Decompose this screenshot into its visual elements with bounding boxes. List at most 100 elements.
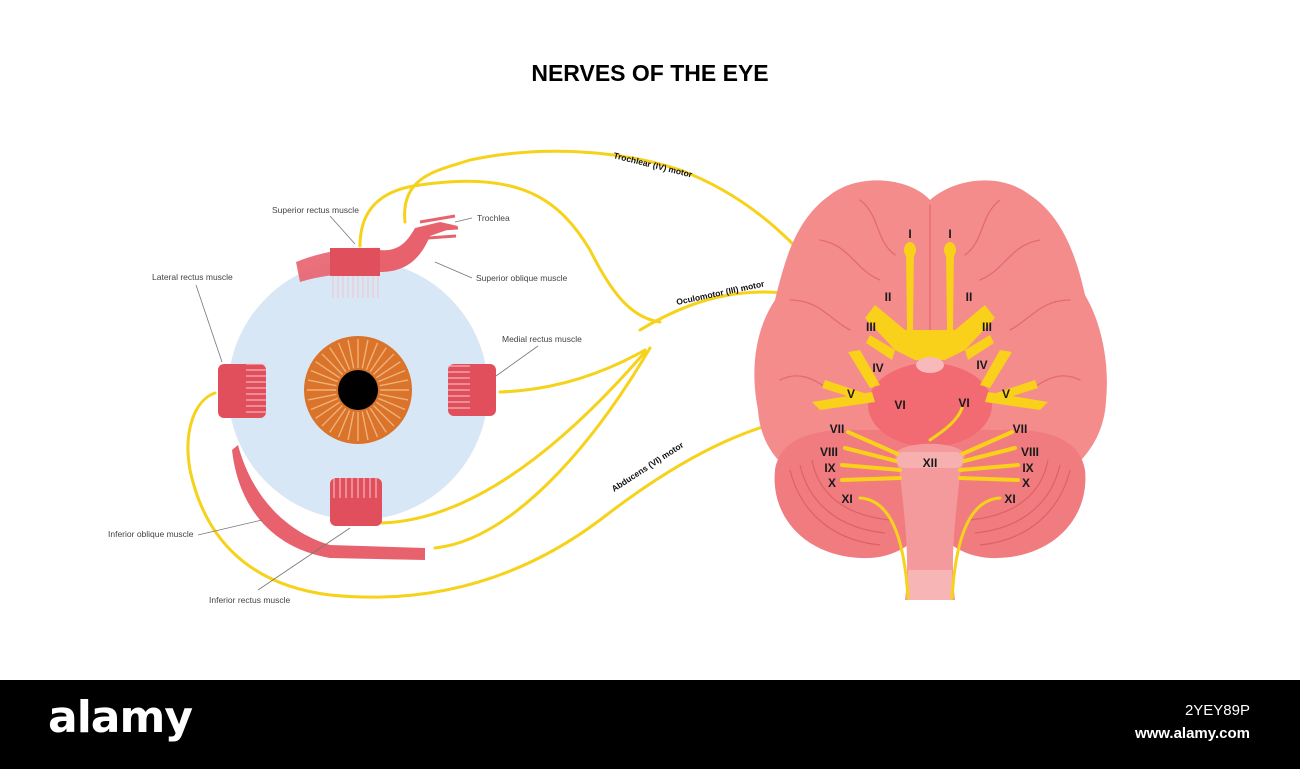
medial-rectus-leader [495, 345, 539, 377]
cn-label-iii-left: III [866, 320, 876, 334]
trochlea-tendon [419, 214, 459, 240]
cn-label-ii-right: II [966, 290, 973, 304]
iris-fiber [373, 405, 395, 427]
iris-fiber [369, 347, 387, 373]
optic-chiasm [865, 305, 995, 360]
accessory-right [950, 496, 1002, 600]
cn-label-xi-right: XI [1004, 492, 1015, 506]
cn-label-v-left: V [847, 387, 855, 401]
brain-diagram: I I II II III III IV IV V V VI VI VII VI… [754, 180, 1107, 600]
superior-oblique-muscle [380, 222, 458, 272]
eye-labels: Superior rectus muscle Trochlea Superior… [108, 205, 582, 605]
superior-rectus-tendon [332, 276, 379, 298]
lateral-rectus-tendon [246, 363, 266, 413]
iris-fiber [315, 401, 341, 419]
iris-fiber [365, 410, 379, 438]
hypoglossal-region [897, 452, 963, 468]
label-trochlea: Trochlea [477, 213, 510, 223]
iris-fiber [347, 339, 355, 369]
cerebellum-folia [789, 459, 1071, 546]
medial-rectus-tendon [448, 365, 470, 409]
label-trochlear-nerve: Trochlear (IV) motor [613, 150, 694, 179]
cn-label-iv-right: IV [976, 358, 987, 372]
iris-fiber [329, 407, 347, 433]
diagram-title: NERVES OF THE EYE [531, 60, 768, 86]
lateral-rectus-muscle [218, 364, 266, 418]
olfactory-tract-right [946, 245, 954, 330]
pupil [338, 370, 378, 410]
iris-fiber [337, 410, 351, 438]
cn-label-viii-left: VIII [820, 445, 838, 459]
cn-label-iii-right: III [982, 320, 992, 334]
cn-label-i-left: I [908, 227, 911, 241]
inferior-oblique-muscle [232, 445, 425, 560]
iris-fiber [307, 393, 337, 401]
iris-fiber [375, 401, 401, 419]
eye-diagram [218, 214, 496, 560]
iris-fiber [321, 353, 343, 375]
pons [868, 363, 992, 447]
footer-bar: alamy 2YEY89P www.alamy.com [0, 680, 1300, 769]
iris-fiber [365, 342, 379, 370]
iris-fiber [329, 347, 347, 373]
cranial-nerve-shapes [812, 242, 1048, 600]
oculomotor-inferior-oblique-branch [433, 346, 652, 550]
image-code: 2YEY89P [1184, 702, 1250, 719]
olfactory-bulb-left [904, 242, 916, 258]
oculomotor-medial-branch [498, 348, 647, 394]
inferior-rectus-tendon [333, 478, 377, 498]
cn-label-ix-right: IX [1022, 461, 1033, 475]
oculomotor-superior-branch [358, 179, 662, 324]
cn-label-v-right: V [1002, 387, 1010, 401]
alamy-logo: alamy [48, 692, 193, 743]
iris-fiber [369, 407, 387, 433]
trochlear-root-left [848, 350, 880, 388]
lower-cranial-nerves-right [958, 430, 1020, 482]
iris-fiber [347, 411, 355, 441]
iris-fiber [307, 379, 337, 387]
trochlea-leader [454, 217, 473, 223]
iris-fiber [310, 369, 338, 383]
iris-fiber [375, 361, 401, 379]
oculomotor-inferior-rectus-branch [380, 350, 647, 525]
spinal-cord [908, 570, 952, 600]
label-medial-rectus: Medial rectus muscle [502, 334, 582, 344]
label-superior-oblique: Superior oblique muscle [476, 273, 567, 283]
iris-fiber [379, 393, 409, 401]
abducens-root [928, 406, 964, 442]
site-url: www.alamy.com [1134, 725, 1250, 742]
olfactory-bulb-right [944, 242, 956, 258]
cn-label-i-right: I [948, 227, 951, 241]
iris-fiber [361, 339, 369, 369]
cn-label-ix-left: IX [824, 461, 835, 475]
iris-fiber [310, 397, 338, 411]
cn-label-vii-right: VII [1013, 422, 1028, 436]
cn-label-vi-left: VI [894, 398, 905, 412]
iris-fibers [307, 339, 409, 441]
brain-gyri [779, 199, 1081, 391]
cn-label-xii: XII [923, 456, 938, 470]
oculomotor-root [866, 335, 895, 360]
label-inferior-rectus: Inferior rectus muscle [209, 595, 291, 605]
medial-rectus-muscle [448, 364, 496, 416]
cn-label-ii-left: II [885, 290, 892, 304]
oculomotor-root-right [965, 335, 994, 360]
accessory-left [858, 496, 910, 600]
label-inferior-oblique: Inferior oblique muscle [108, 529, 194, 539]
lateral-rectus-leader [195, 284, 223, 363]
trigeminal-right-b [990, 380, 1038, 402]
cn-label-x-right: X [1022, 476, 1030, 490]
cn-label-vii-left: VII [830, 422, 845, 436]
superior-rectus-leader [329, 215, 356, 245]
inferior-rectus-leader [257, 527, 351, 591]
mammillary-bodies [916, 357, 944, 373]
cn-label-xi-left: XI [841, 492, 852, 506]
iris-fiber [315, 361, 341, 379]
label-superior-rectus: Superior rectus muscle [272, 205, 359, 215]
iris-fiber [378, 397, 406, 411]
lower-cranial-nerves-left [840, 430, 902, 482]
inferior-oblique-leader [197, 519, 263, 536]
label-lateral-rectus: Lateral rectus muscle [152, 272, 233, 282]
trochlear-root-right [980, 350, 1012, 388]
